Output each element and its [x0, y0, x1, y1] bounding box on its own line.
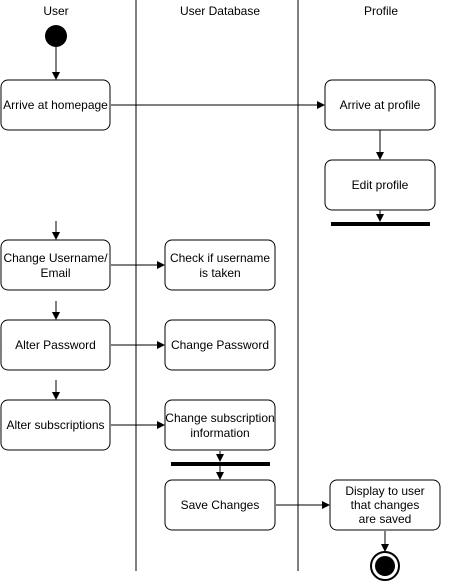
- node-label-line-2: information: [190, 426, 249, 440]
- node-label: Alter Password: [15, 338, 96, 352]
- node-label: Alter subscriptions: [6, 418, 104, 432]
- node-label: Arrive at homepage: [3, 98, 108, 112]
- node-label: Arrive at profile: [340, 98, 421, 112]
- node-display-changes-saved: Display to user that changes are saved: [329, 479, 441, 531]
- node-label-line-1: Change Username/: [3, 251, 108, 265]
- node-change-subscription-information: Change subscription information: [164, 399, 276, 451]
- node-label-line-1: Check if username: [170, 251, 270, 265]
- node-check-if-username-is-taken: Check if username is taken: [164, 239, 276, 291]
- join-bar-database: [171, 462, 270, 466]
- end-node: [370, 551, 400, 581]
- lane-title-user-database: User Database: [180, 4, 260, 18]
- join-bar-profile: [331, 222, 430, 226]
- node-label: Edit profile: [352, 178, 409, 192]
- node-save-changes: Save Changes: [164, 479, 276, 531]
- node-label-line-2: that changes: [351, 498, 420, 512]
- node-change-username-email: Change Username/ Email: [0, 239, 111, 291]
- start-node: [45, 25, 67, 47]
- node-arrive-at-homepage: Arrive at homepage: [0, 79, 111, 131]
- node-label-line-1: Change subscription: [165, 411, 274, 425]
- node-label-line-1: Display to user: [345, 484, 424, 498]
- node-alter-subscriptions: Alter subscriptions: [0, 399, 111, 451]
- node-label: Change Password: [171, 338, 269, 352]
- node-label-line-3: are saved: [359, 512, 412, 526]
- node-label: Save Changes: [181, 498, 260, 512]
- lane-title-profile: Profile: [364, 4, 398, 18]
- node-label-line-2: Email: [40, 266, 70, 280]
- lane-title-user: User: [43, 4, 68, 18]
- node-change-password: Change Password: [164, 319, 276, 371]
- node-label-line-2: is taken: [199, 266, 240, 280]
- node-alter-password: Alter Password: [0, 319, 111, 371]
- node-edit-profile: Edit profile: [324, 159, 436, 211]
- node-arrive-at-profile: Arrive at profile: [324, 79, 436, 131]
